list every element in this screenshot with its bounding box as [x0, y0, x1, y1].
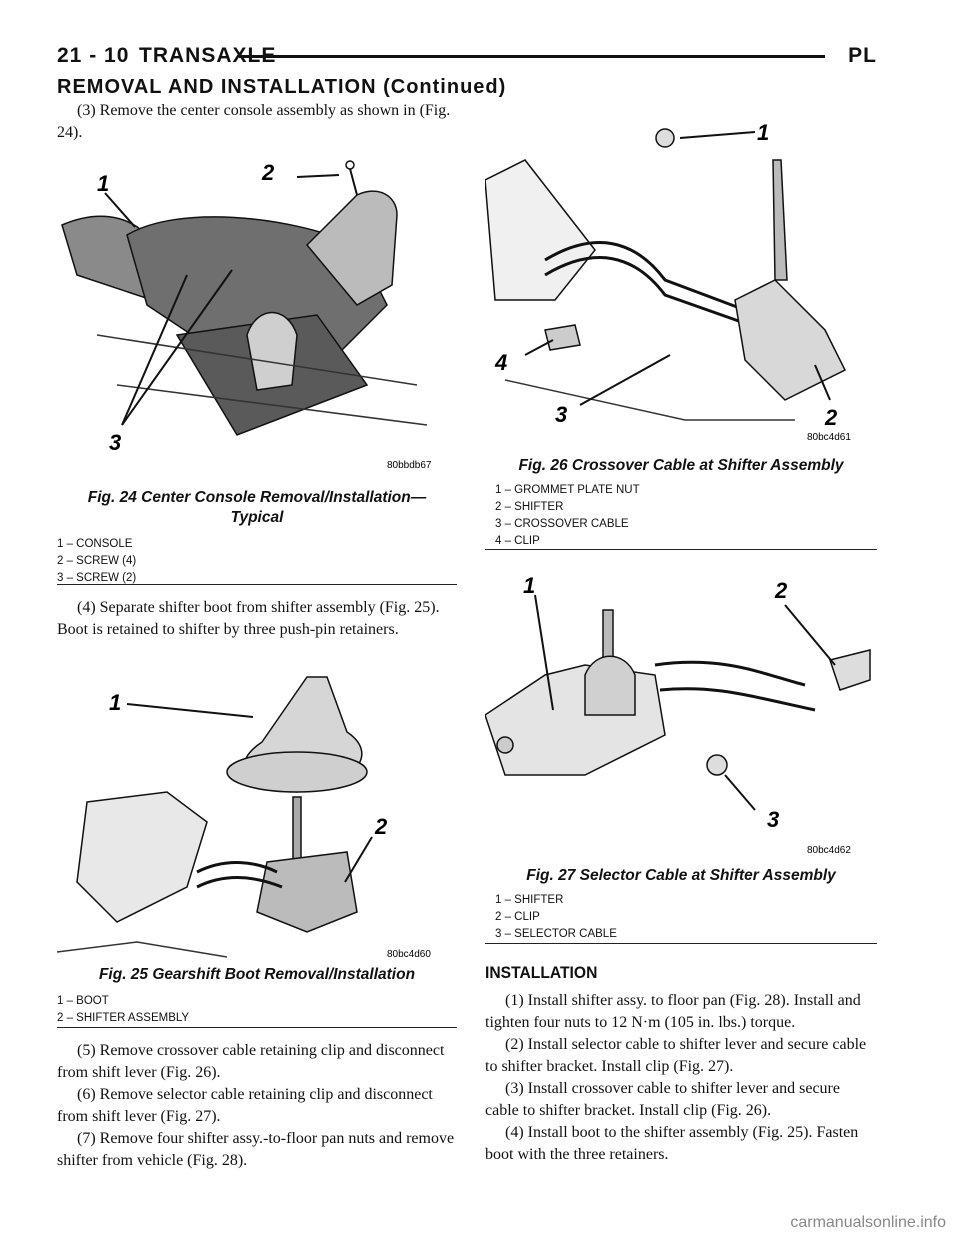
legend-item: 2 – CLIP — [495, 911, 540, 923]
legend-item: 1 – CONSOLE — [57, 538, 133, 550]
caption-text: Fig. 25 Gearshift Boot Removal/Installat… — [98, 966, 416, 983]
legend-item: 3 – CROSSOVER CABLE — [495, 518, 629, 530]
installation-steps: (1) Install shifter assy. to floor pan (… — [485, 990, 877, 1166]
figure-24: 1 2 3 80bbdb67 — [57, 155, 457, 480]
crossover-illustration: 1 2 3 4 80bc4d61 — [485, 120, 851, 443]
legend-item: 4 – CLIP — [495, 535, 540, 547]
fig-27-rule — [485, 943, 877, 944]
callout-2: 2 — [374, 814, 388, 839]
callout-3: 3 — [555, 402, 567, 427]
continued-section-title: REMOVAL AND INSTALLATION (Continued) — [57, 76, 507, 98]
figure-25: 1 2 80bc4d60 — [57, 672, 457, 964]
art-id: 80bc4d62 — [807, 845, 851, 856]
inst-step-3: (3) Install crossover cable to shifter l… — [485, 1080, 840, 1119]
fig-26-legend: 1 – GROMMET PLATE NUT 2 – SHIFTER 3 – CR… — [485, 482, 877, 550]
page-number: 21 - 10 — [57, 44, 130, 67]
step-4-block: (4) Separate shifter boot from shifter a… — [57, 597, 457, 641]
fig-26-rule — [485, 549, 877, 550]
art-id: 80bc4d61 — [807, 432, 851, 443]
fig-25-legend: 1 – BOOT 2 – SHIFTER ASSEMBLY — [57, 993, 457, 1027]
fig-24-legend: 1 – CONSOLE 2 – SCREW (4) 3 – SCREW (2) — [57, 536, 457, 587]
clip — [829, 649, 871, 691]
crossover-cable — [544, 241, 746, 312]
callout-1: 1 — [523, 573, 535, 598]
fig-25-rule — [57, 1027, 457, 1028]
callout-1: 1 — [97, 171, 109, 196]
figure-26: 1 2 3 4 80bc4d61 — [485, 100, 877, 455]
legend-item: 2 – SCREW (4) — [57, 555, 137, 567]
boot-illustration: 1 2 80bc4d60 — [57, 676, 431, 960]
callout-4: 4 — [494, 350, 507, 375]
header-rule — [239, 55, 825, 58]
fig-24-caption: Fig. 24 Center Console Removal/Installat… — [57, 488, 457, 587]
shifter — [734, 279, 847, 401]
installation-heading: INSTALLATION — [485, 963, 598, 982]
step-7-text: (7) Remove four shifter assy.-to-floor p… — [57, 1130, 455, 1169]
console-illustration: 1 2 3 80bbdb67 — [61, 160, 432, 471]
legend-item: 1 – GROMMET PLATE NUT — [495, 484, 640, 496]
callout-2: 2 — [774, 578, 788, 603]
caption-text: Fig. 26 Crossover Cable at Shifter Assem… — [518, 457, 844, 474]
callout-3: 3 — [767, 807, 779, 832]
selector-cable — [654, 660, 806, 687]
callout-2: 2 — [824, 405, 838, 430]
legend-item: 1 – SHIFTER — [495, 894, 564, 906]
model-code: PL — [848, 44, 877, 67]
art-id: 80bc4d60 — [387, 949, 431, 960]
shifter-assembly — [256, 851, 358, 933]
art-id: 80bbdb67 — [387, 460, 432, 471]
grommet-nut — [655, 128, 675, 148]
caption-text: Fig. 27 Selector Cable at Shifter Assemb… — [526, 867, 836, 884]
figure-27: 1 2 3 80bc4d62 — [485, 565, 877, 863]
clip — [544, 324, 581, 351]
bracket-plate — [485, 159, 596, 301]
legend-item: 2 – SHIFTER ASSEMBLY — [57, 1012, 190, 1024]
console-lid — [305, 190, 398, 306]
section-title: TRANSAXLE — [139, 44, 277, 67]
shifter — [584, 655, 636, 716]
inst-step-2: (2) Install selector cable to shifter le… — [485, 1036, 867, 1075]
callout-3: 3 — [109, 430, 121, 455]
fig-26-caption: Fig. 26 Crossover Cable at Shifter Assem… — [485, 456, 877, 550]
legend-item: 3 – SELECTOR CABLE — [495, 928, 617, 940]
watermark: carmanualsonline.info — [790, 1214, 946, 1231]
callout-1: 1 — [757, 120, 769, 145]
left-column: (3) Remove the center console assembly a… — [57, 100, 457, 144]
inst-step-1: (1) Install shifter assy. to floor pan (… — [485, 992, 861, 1031]
step-3-text: (3) Remove the center console assembly a… — [57, 102, 451, 141]
legend-item: 2 – SHIFTER — [495, 501, 564, 513]
selector-illustration: 1 2 3 80bc4d62 — [485, 573, 871, 856]
legend-item: 3 – SCREW (2) — [57, 572, 137, 584]
fig-27-legend: 1 – SHIFTER 2 – CLIP 3 – SELECTOR CABLE — [485, 892, 877, 943]
shifter-bracket — [485, 664, 666, 776]
callout-2: 2 — [261, 160, 275, 185]
bracket-left — [76, 791, 208, 923]
shifter-boot — [246, 311, 298, 391]
steps-5-7: (5) Remove crossover cable retaining cli… — [57, 1040, 457, 1172]
page-header: 21 - 10 TRANSAXLE PL — [57, 44, 877, 70]
step-5-text: (5) Remove crossover cable retaining cli… — [57, 1042, 445, 1081]
inst-step-4: (4) Install boot to the shifter assembly… — [485, 1124, 859, 1163]
callout-1: 1 — [109, 690, 121, 715]
caption-line-1: Fig. 24 Center Console Removal/Installat… — [87, 489, 427, 506]
fig-27-caption: Fig. 27 Selector Cable at Shifter Assemb… — [485, 866, 877, 943]
step-4-text: (4) Separate shifter boot from shifter a… — [57, 599, 440, 638]
fig-24-rule — [57, 584, 457, 585]
fig-25-caption: Fig. 25 Gearshift Boot Removal/Installat… — [57, 965, 457, 1027]
legend-item: 1 – BOOT — [57, 995, 109, 1007]
caption-line-2: Typical — [230, 509, 284, 526]
step-6-text: (6) Remove selector cable retaining clip… — [57, 1086, 433, 1125]
